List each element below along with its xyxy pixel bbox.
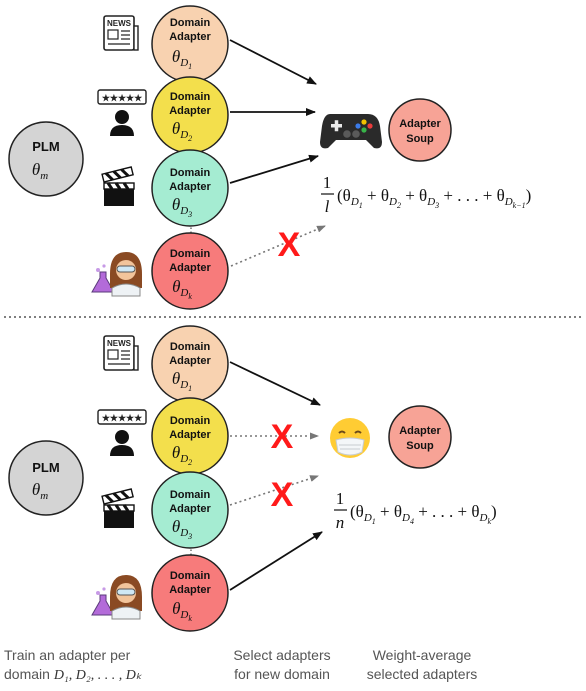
adapter-param: θDk [172,599,192,623]
caption-weight: Weight-average selected adapters [352,646,492,684]
adapter-label: Domain [170,91,211,103]
svg-text:Soup: Soup [406,440,434,452]
caption-weight-line2: selected adapters [366,666,478,682]
plm-node: PLM θm [8,121,84,197]
adapter-circle [151,232,229,310]
clapperboard-icon [101,166,135,206]
adapter-soup-node: Adapter Soup [388,98,452,162]
caption-weight-line1: Weight-average [372,647,472,663]
caption-train-line2: domain D₁, D₂, . . . , Dₖ [4,666,142,683]
arrow-edge [229,361,321,406]
excluded-arrow-edge [229,475,319,506]
adapter-param: θD3 [172,517,192,541]
adapter-soup-node: Adapter Soup [388,405,452,469]
excluded-mark: X [271,418,294,456]
arrow-edge [229,39,317,85]
arrow-edge [229,154,319,184]
domain-adapter-node-k: Domain Adapter θDk [151,554,229,632]
plm-param: θm [32,480,48,502]
domain-adapter-node-2: Domain Adapter θD2 [151,76,229,154]
svg-text:Adapter: Adapter [399,118,441,130]
formula-terms: (θD1 + θD4 + . . . + θDk) [350,502,497,526]
adapter-label: Domain [170,17,211,29]
formula-denominator: n [336,513,345,532]
adapter-label: Adapter [169,503,211,515]
adapter-circle [151,471,229,549]
soup-formula: 1 l (θD1 + θD2 + θD3 + . . . + θDk−1) [321,173,531,216]
domain-adapter-node-1: Domain Adapter θD1 [151,5,229,83]
formula-numerator: 1 [336,489,345,508]
caption-select: Select adapters for new domain [222,646,342,684]
adapter-circle [151,149,229,227]
bottom-panel: PLM θm Domain Adapter θD1 Domain Adapter… [8,325,497,632]
svg-text:Adapter: Adapter [399,425,441,437]
plm-param: θm [32,160,48,182]
adapter-param: θD1 [172,47,192,71]
adapter-label: Adapter [169,355,211,367]
excluded-arrow-edge [230,225,326,267]
caption-train-line1: Train an adapter per [4,647,131,663]
plm-node: PLM θm [8,440,84,516]
adapter-label: Adapter [169,105,211,117]
domain-adapter-node-3: Domain Adapter θD3 [151,471,229,549]
adapter-label: Adapter [169,429,211,441]
soup-formula: 1 n (θD1 + θD4 + . . . + θDk) [334,489,497,532]
top-panel: PLM θm Domain Adapter θD1 Domain Adapter… [8,5,531,310]
adapter-label: Adapter [169,181,211,193]
caption-select-line2: for new domain [234,666,330,682]
caption-select-line1: Select adapters [233,647,331,663]
arrow-edge [229,531,323,591]
review-person-icon: ★★★★★ [97,89,147,136]
svg-text:NEWS: NEWS [107,339,132,348]
excluded-mark: X [278,226,301,264]
svg-text:Soup: Soup [406,133,434,145]
svg-text:★★★★★: ★★★★★ [102,93,143,103]
adapter-label: Domain [170,415,211,427]
formula-terms: (θD1 + θD2 + θD3 + . . . + θDk−1) [337,186,531,210]
domain-adapter-node-3: Domain Adapter θD3 [151,149,229,227]
review-person-icon: ★★★★★ [97,409,147,456]
adapter-label: Domain [170,248,211,260]
formula-numerator: 1 [323,173,332,192]
scientist-icon [91,575,142,620]
newspaper-icon: NEWS [103,335,139,371]
game-controller-icon [320,114,382,149]
scientist-icon [91,252,142,297]
adapter-circle [151,554,229,632]
adapter-label: Adapter [169,262,211,274]
adapter-param: θDk [172,277,192,301]
adapter-param: θD3 [172,195,192,219]
caption-train: Train an adapter per domain D₁, D₂, . . … [4,646,204,685]
formula-denominator: l [325,197,330,216]
adapter-label: Domain [170,167,211,179]
clapperboard-icon [101,488,135,528]
newspaper-icon: NEWS [103,15,139,51]
domain-adapter-node-2: Domain Adapter θD2 [151,397,229,475]
domain-adapter-node-k: Domain Adapter θDk [151,232,229,310]
adapter-param: θD1 [172,369,192,393]
adapter-param: θD2 [172,443,192,467]
adapter-label: Domain [170,489,211,501]
svg-text:NEWS: NEWS [107,19,132,28]
svg-text:★★★★★: ★★★★★ [102,413,143,423]
adapter-label: Domain [170,341,211,353]
plm-label: PLM [32,139,59,154]
adapter-label: Adapter [169,31,211,43]
adapter-label: Domain [170,570,211,582]
adapter-label: Adapter [169,584,211,596]
domain-adapter-node-1: Domain Adapter θD1 [151,325,229,403]
adapter-param: θD2 [172,119,192,143]
plm-label: PLM [32,460,59,475]
face-with-mask-icon [330,418,370,458]
excluded-mark: X [271,476,294,514]
